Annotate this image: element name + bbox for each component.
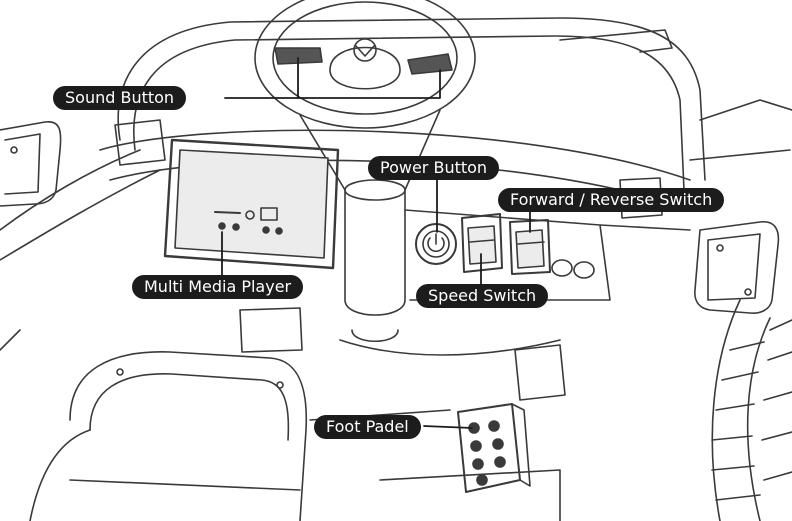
power-button-art <box>415 223 457 265</box>
floor-details <box>239 307 566 521</box>
leader-line-sound-button <box>224 57 441 99</box>
steering-wheel <box>254 0 476 129</box>
car-body-outline <box>0 17 792 351</box>
speed-switch-art <box>461 213 503 273</box>
leader-line-foot-pedal <box>423 425 473 429</box>
callout-speed-switch: Speed Switch <box>416 284 549 308</box>
multi-media-player-unit <box>163 138 340 270</box>
callout-multi-media-player: Multi Media Player <box>132 275 304 299</box>
callout-foot-pedal: Foot Padel <box>314 415 421 439</box>
callout-power-button: Power Button <box>368 156 500 180</box>
dash-knobs <box>551 259 595 279</box>
callout-sound-button: Sound Button <box>53 86 187 110</box>
seat <box>29 351 308 521</box>
foot-pedal-art <box>457 403 531 493</box>
callout-forward-reverse-switch: Forward / Reverse Switch <box>498 188 725 212</box>
right-side-mirror <box>694 220 780 314</box>
right-wheel <box>711 299 792 521</box>
forward-reverse-switch-art <box>509 219 551 275</box>
left-side-mirror <box>0 121 62 207</box>
